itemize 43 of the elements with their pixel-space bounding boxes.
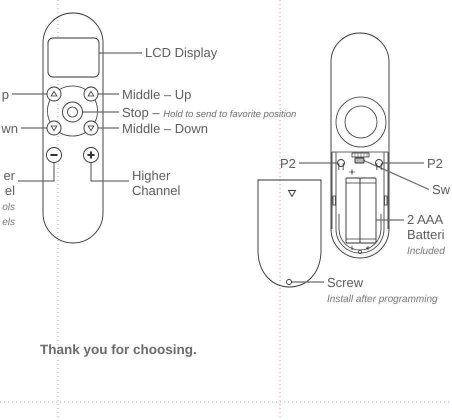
part-label: LCD Display [145,45,218,60]
leader-line [18,162,55,182]
leader-line [98,93,119,95]
part-label: P2 [427,156,443,170]
part-label: 2 AAA Batteri [407,212,446,242]
part-label: wn [1,121,18,136]
part-label: Stop – Hold to send to favorite position [122,104,296,122]
leader-line [376,219,404,221]
usage-note: ols els [2,201,15,230]
usage-note: Install after programming [327,292,438,306]
closing-message: Thank you for choosing. [40,342,197,357]
lcd-screen [48,38,100,78]
battery-contact [375,159,383,170]
part-label: Sw [432,182,450,197]
down-button [46,120,62,136]
part-label: er el [3,168,15,198]
leader-line [364,160,430,190]
part-label: p [2,87,9,102]
leader-line [82,111,119,113]
leader-line [98,127,119,129]
part-label: Higher Channel [132,168,180,198]
leader-line [292,281,324,283]
minus-button [46,147,62,163]
up-button [46,86,62,102]
part-label: Middle – Up [122,87,192,102]
switch [354,158,364,164]
leader-line [298,162,338,164]
batteries [346,178,376,244]
down-button [84,120,98,136]
usage-note: Included [407,245,446,259]
plus-button [83,147,99,163]
up-button [84,86,98,102]
screw [286,279,292,285]
leader-line [382,162,424,164]
leader-line [90,162,129,182]
battery-contact [337,159,345,170]
part-label: Middle – Down [122,121,208,136]
leader-line [99,52,142,54]
stop-button [62,102,83,122]
part-label: P2 [280,156,296,170]
leader-line [12,93,47,95]
part-label: Screw [327,274,364,290]
leader-line [21,127,47,129]
